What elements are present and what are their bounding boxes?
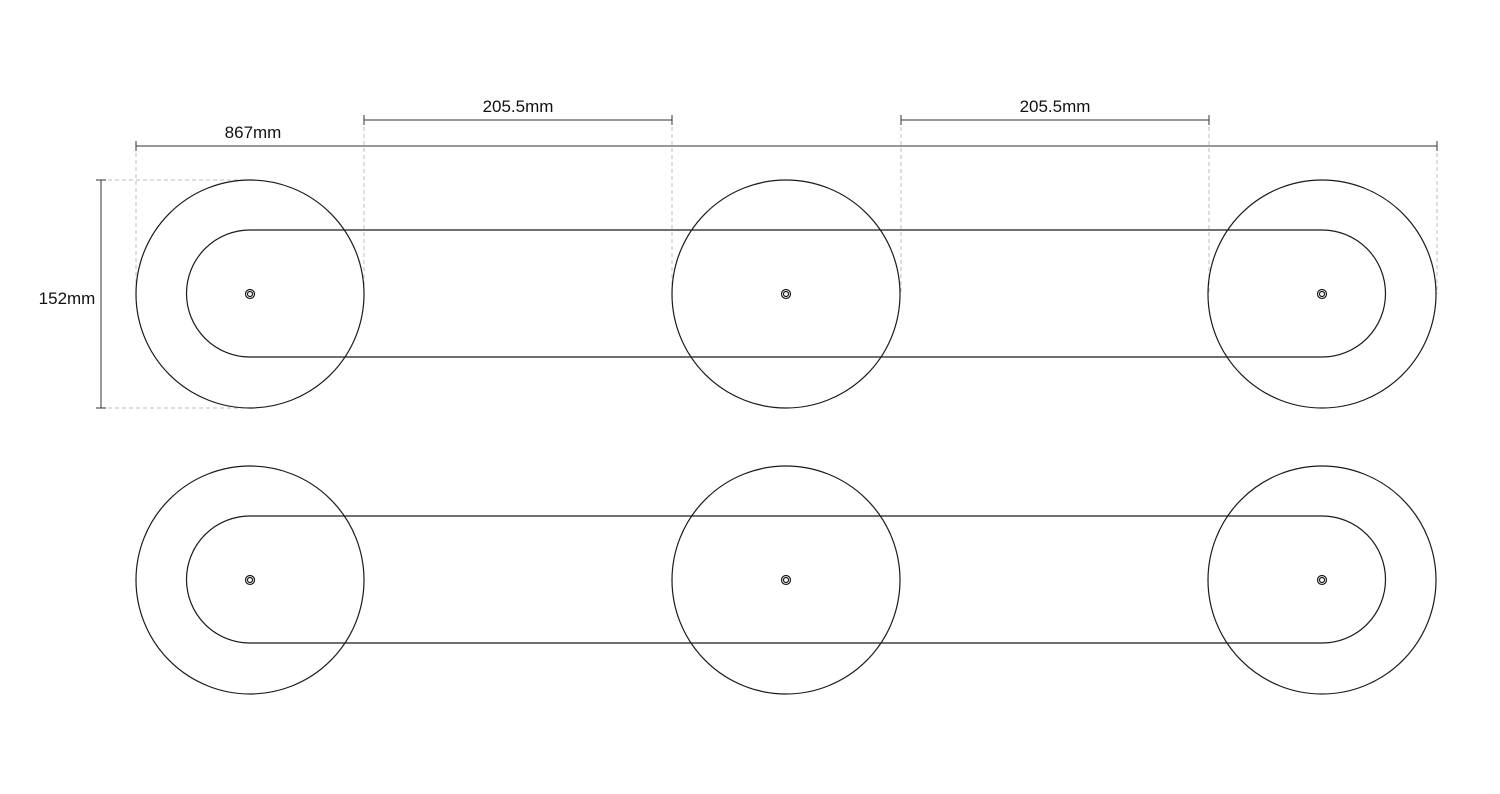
spacing-left-label: 205.5mm bbox=[483, 97, 554, 116]
stadium-base bbox=[185, 515, 1387, 644]
fixture-bottom bbox=[135, 465, 1437, 695]
mount-hole-icon bbox=[244, 574, 1328, 586]
disc bbox=[1207, 179, 1437, 409]
disc bbox=[671, 179, 901, 409]
height-label: 152mm bbox=[39, 289, 96, 308]
dimension-height: 152mm bbox=[39, 179, 106, 409]
dimension-spacing-right: 205.5mm bbox=[900, 97, 1210, 125]
extension-lines bbox=[101, 120, 1438, 409]
overall-length-label: 867mm bbox=[225, 123, 282, 142]
disc bbox=[671, 465, 901, 695]
disc bbox=[135, 465, 365, 695]
fixture-top bbox=[135, 179, 1437, 409]
disc bbox=[135, 179, 365, 409]
stadium-base bbox=[185, 229, 1387, 358]
spacing-right-label: 205.5mm bbox=[1020, 97, 1091, 116]
dimension-overall-length: 867mm bbox=[135, 123, 1438, 151]
dimension-spacing-left: 205.5mm bbox=[363, 97, 673, 125]
disc bbox=[1207, 465, 1437, 695]
mount-hole-icon bbox=[244, 288, 1328, 300]
